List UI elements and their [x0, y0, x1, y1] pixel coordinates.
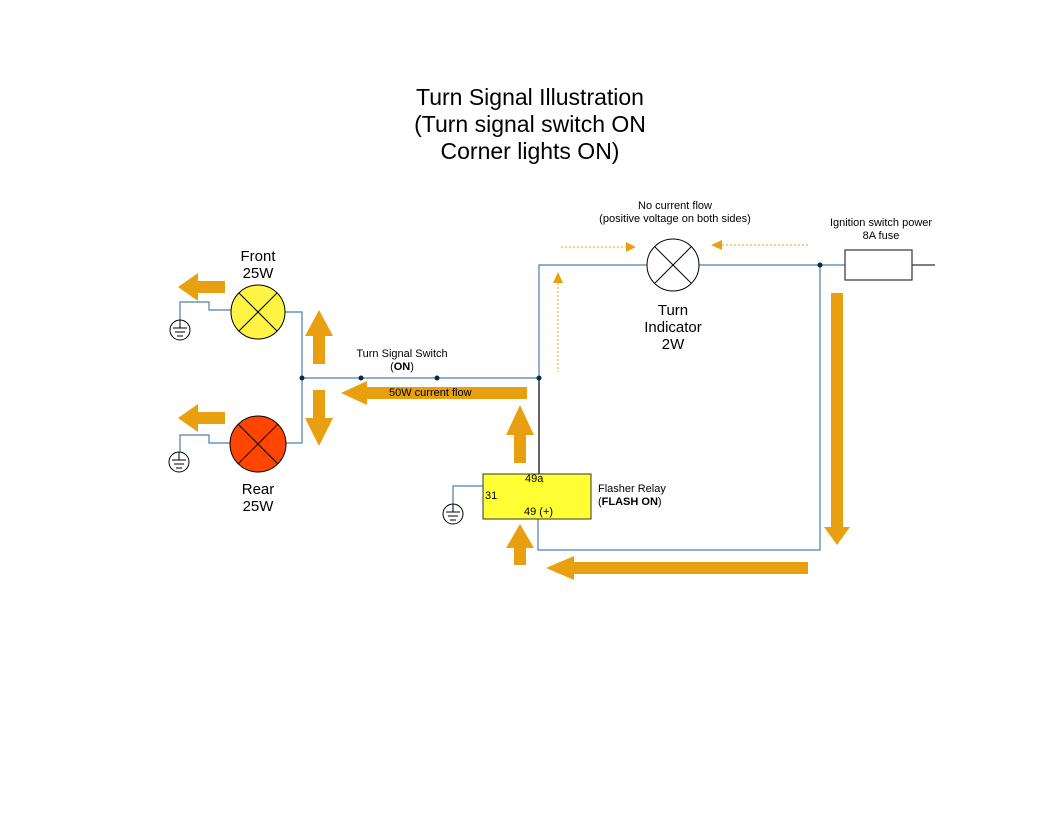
title-line-2: (Turn signal switch ON	[414, 111, 646, 137]
arrowhead-icon	[626, 242, 636, 252]
no-flow-arrows	[557, 244, 810, 372]
fuse-icon	[844, 249, 913, 281]
arrow-up-icon	[305, 310, 333, 364]
ignition-label: Ignition switch power 8A fuse	[822, 217, 940, 243]
front-lamp-power: 25W	[242, 265, 274, 282]
terminal-49-label: 49 (+)	[524, 506, 554, 518]
relay-name: Flasher Relay	[598, 483, 666, 495]
arrow-left-icon	[178, 404, 225, 432]
junction-dot	[358, 375, 364, 381]
flasher-relay-label: Flasher Relay (FLASH ON)	[598, 483, 666, 509]
no-flow-line-1: No current flow	[638, 200, 712, 212]
junction-dot	[536, 375, 542, 381]
title-line-1: Turn Signal Illustration	[416, 84, 644, 110]
arrowhead-icon	[553, 272, 563, 283]
ground-icon	[442, 503, 464, 525]
front-lamp-label: Front 25W	[228, 248, 288, 282]
switch-state: ON	[393, 361, 411, 373]
flasher-relay-box	[482, 473, 592, 520]
arrow-left-icon	[178, 273, 225, 301]
ignition-line-2: 8A fuse	[862, 230, 900, 242]
arrowhead-icon	[711, 240, 722, 250]
arrow-left-icon	[341, 381, 527, 405]
relay-state-line: (FLASH ON)	[598, 496, 662, 508]
indicator-name: Turn	[657, 302, 689, 319]
indicator-feed-wire	[538, 264, 647, 378]
rear-ground-wire	[179, 434, 232, 452]
no-flow-line-2: (positive voltage on both sides)	[599, 213, 751, 225]
terminal-31-label: 31	[485, 490, 498, 502]
arrow-down-icon	[305, 390, 333, 446]
rear-lamp-label: Rear 25W	[228, 481, 288, 515]
switch-state-line: (ON)	[390, 361, 414, 373]
supply-wire	[537, 265, 821, 551]
title-line-3: Corner lights ON)	[440, 138, 620, 164]
current-flow-label: 50W current flow	[389, 387, 472, 399]
turn-indicator-label: Turn Indicator 2W	[628, 302, 718, 353]
front-ground-wire	[179, 301, 232, 320]
switch-name: Turn Signal Switch	[356, 348, 448, 360]
arrow-down-icon	[824, 293, 850, 545]
front-lamp-icon	[230, 284, 286, 340]
rear-lamp-icon	[229, 415, 287, 473]
rear-lamp-power: 25W	[242, 498, 274, 515]
ground-icon	[169, 319, 191, 341]
indicator-name-2: Indicator	[644, 319, 702, 336]
diagram-title: Turn Signal Illustration (Turn signal sw…	[328, 84, 732, 165]
indicator-power: 2W	[661, 336, 685, 353]
arrow-left-icon	[546, 556, 808, 580]
relay-state: FLASH ON	[601, 496, 658, 508]
turn-signal-switch-label: Turn Signal Switch (ON)	[346, 348, 458, 374]
current-arrows	[178, 273, 850, 580]
front-lamp-feed-wire	[284, 311, 303, 444]
arrow-up-icon	[506, 405, 534, 463]
turn-indicator-lamp-icon	[646, 238, 700, 292]
front-lamp-name: Front	[240, 248, 276, 265]
junctions	[299, 262, 823, 381]
terminal-49a-label: 49a	[525, 473, 544, 485]
junction-dot	[299, 375, 305, 381]
arrow-up-icon	[506, 524, 534, 565]
junction-dot	[434, 375, 440, 381]
rear-lamp-name: Rear	[241, 481, 275, 498]
ignition-line-1: Ignition switch power	[829, 217, 933, 229]
ground-icon	[168, 451, 190, 473]
no-current-flow-label: No current flow (positive voltage on bot…	[584, 200, 766, 226]
relay-ground-wire	[452, 485, 483, 506]
junction-dot	[817, 262, 823, 268]
